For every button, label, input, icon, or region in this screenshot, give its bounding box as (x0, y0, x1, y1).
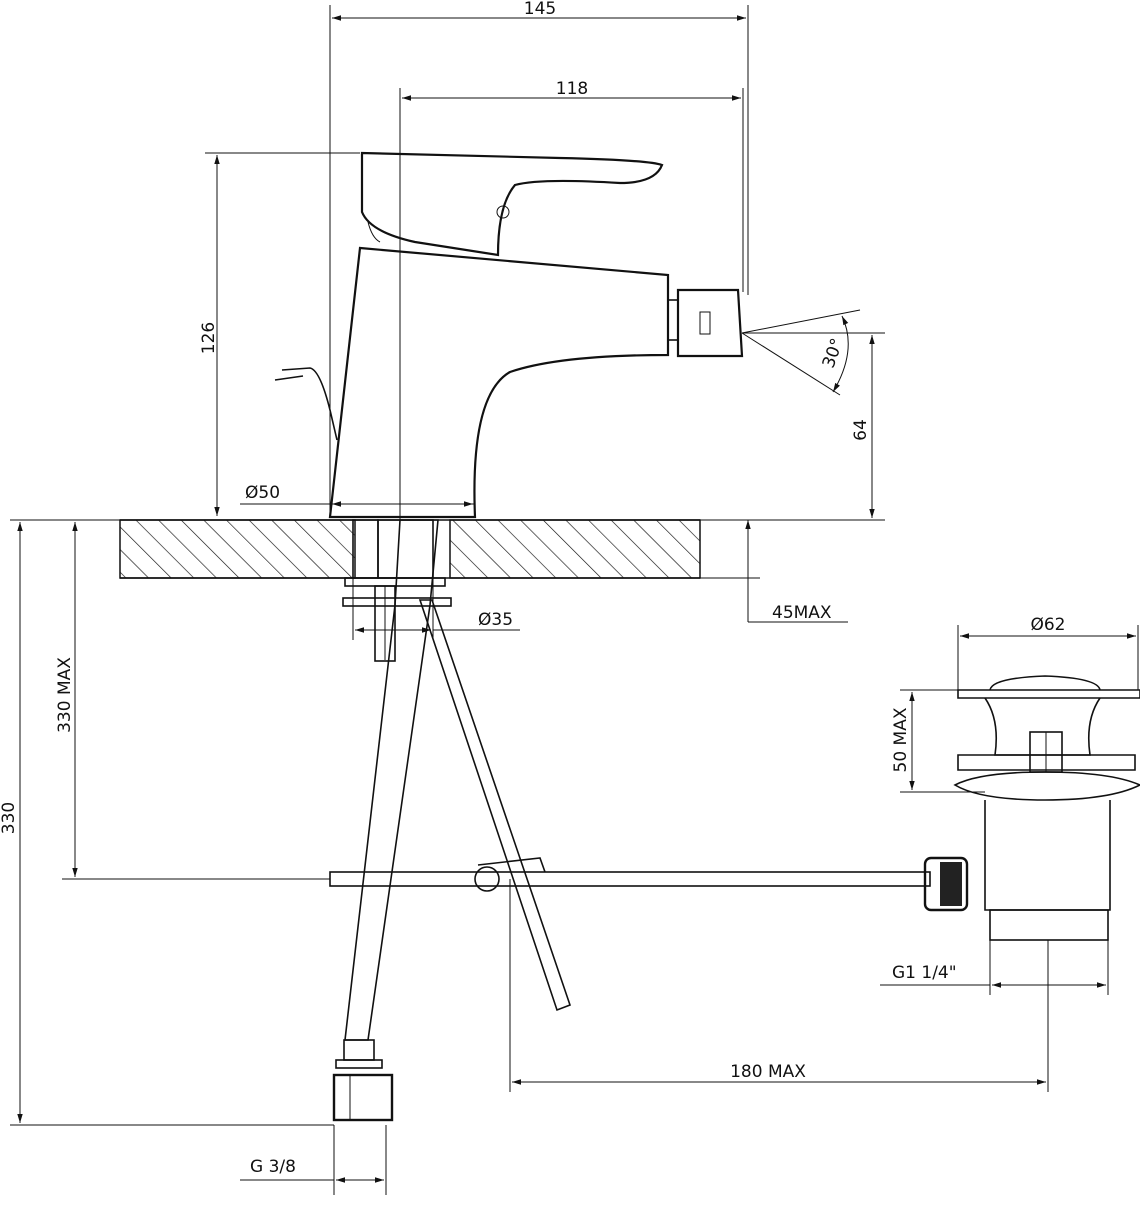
dim-angle-30-label: 30° (819, 336, 848, 371)
faucet-shank (342, 519, 452, 662)
dim-330-label: 330 (0, 802, 19, 834)
dim-145-label: 145 (524, 0, 556, 19)
dim-diameter-62-label: Ø62 (1030, 615, 1065, 635)
dim-50max-label: 50 MAX (891, 707, 911, 772)
dim-64-label: 64 (851, 419, 871, 441)
dim-45max-label: 45MAX (772, 603, 832, 623)
dim-g38-label: G 3/8 (250, 1157, 296, 1177)
braided-hose (332, 519, 439, 1122)
dim-180max-label: 180 MAX (730, 1062, 806, 1082)
dimension-labels: 145 118 126 Ø50 30° 64 45MAX Ø35 Ø62 50 … (0, 0, 1066, 1177)
dim-diameter-50-label: Ø50 (245, 483, 280, 503)
dim-118-label: 118 (556, 79, 588, 99)
dim-diameter-35-label: Ø35 (478, 610, 513, 630)
dim-g114-label: G1 1/4" (892, 963, 957, 983)
dimension-lines (10, 5, 1139, 1195)
popup-rod (329, 599, 931, 1012)
dim-126-label: 126 (199, 322, 219, 354)
countertop-section (119, 519, 885, 579)
waste-drain (923, 675, 1140, 941)
faucet-body (274, 151, 885, 519)
dim-330max-label: 330 MAX (55, 657, 75, 733)
